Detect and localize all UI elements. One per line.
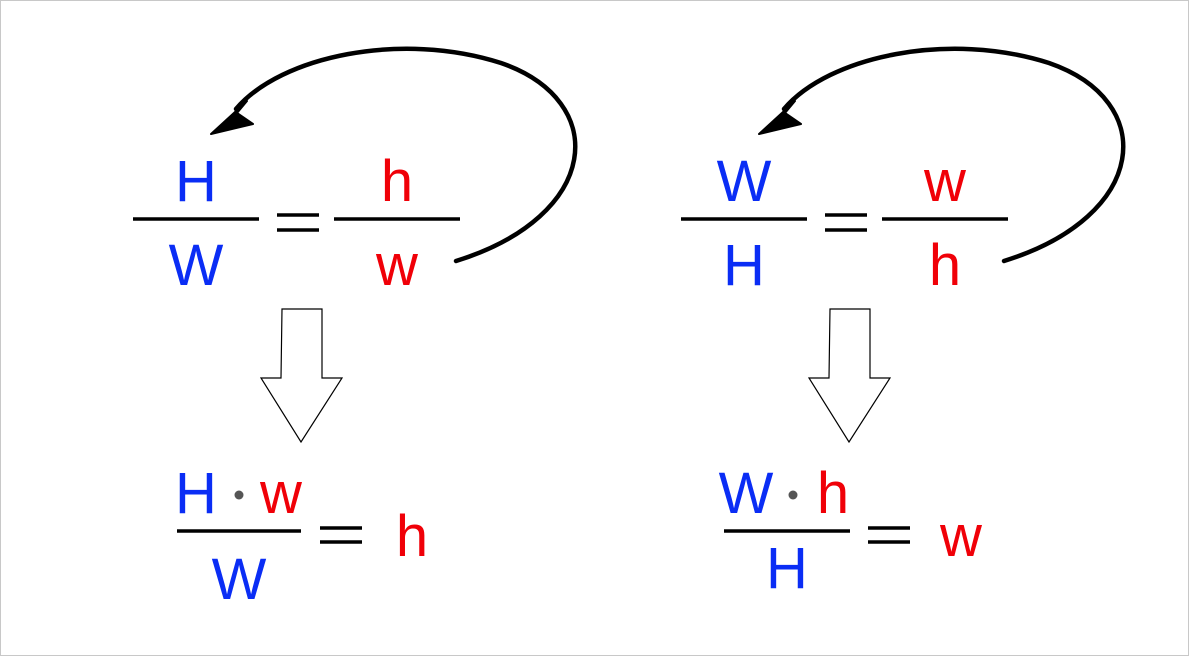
left-top-frac2-denominator: w <box>375 233 419 298</box>
right-bottom-equals-sign <box>868 526 910 544</box>
right-top-frac2-denominator: h <box>929 233 961 298</box>
right-equation-group: W H w h W h H w <box>681 46 1126 601</box>
left-multiply-dot <box>234 490 244 500</box>
right-down-arrow <box>807 308 892 444</box>
left-top-frac2-numerator: h <box>381 149 413 214</box>
right-bottom-numerator-left: W <box>719 461 774 526</box>
right-bottom-denominator: H <box>766 536 808 601</box>
left-bottom-numerator-right: w <box>259 461 303 526</box>
right-curved-arrowhead <box>758 100 802 135</box>
left-bottom-numerator-left: H <box>175 461 217 526</box>
left-top-equals-sign <box>277 213 319 232</box>
right-multiply-dot <box>788 490 798 500</box>
left-equation-group: H W h w H w W h <box>133 46 578 612</box>
left-bottom-denominator: W <box>212 547 267 612</box>
left-bottom-result: h <box>396 504 428 569</box>
left-down-arrow <box>259 308 344 444</box>
right-top-frac1-numerator: W <box>717 149 772 214</box>
left-curved-arrowhead <box>210 100 254 135</box>
right-top-frac2-numerator: w <box>923 149 967 214</box>
left-curved-arrow <box>233 46 578 264</box>
right-top-frac1-denominator: H <box>723 233 765 298</box>
right-bottom-result: w <box>939 504 983 569</box>
right-bottom-numerator-right: h <box>817 461 849 526</box>
left-bottom-equals-sign <box>320 526 362 544</box>
right-curved-arrow <box>781 46 1126 264</box>
left-top-frac1-numerator: H <box>175 149 217 214</box>
right-top-equals-sign <box>825 213 867 232</box>
left-top-frac1-denominator: W <box>169 233 224 298</box>
